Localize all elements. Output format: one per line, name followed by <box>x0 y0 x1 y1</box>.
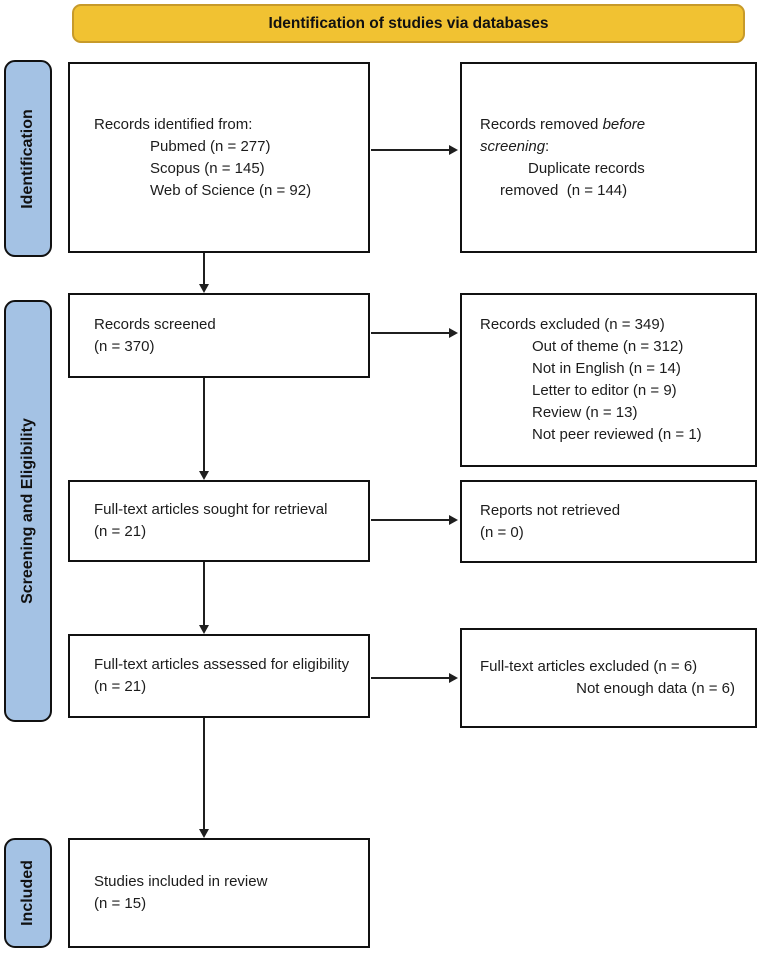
records-excluded-title: Records excluded (n = 349) <box>480 316 665 333</box>
fulltext-assessed-count: (n = 21) <box>94 678 147 695</box>
stage-screening-text: Screening and Eligibility <box>19 418 36 604</box>
records-identified-item-pubmed: Pubmed (n = 277) <box>150 137 271 155</box>
fulltext-excluded-line1: Full-text articles excluded (n = 6) <box>480 658 698 675</box>
records-identified-item-wos: Web of Science (n = 92) <box>150 181 312 199</box>
arrow-sought-to-assessed <box>203 562 205 626</box>
records-removed-item-line2: removed (n = 144) <box>500 181 628 199</box>
records-identified-item-scopus: Scopus (n = 145) <box>150 159 265 177</box>
box-records-screened: Records screened (n = 370) <box>68 293 370 378</box>
box-fulltext-assessed: Full-text articles assessed for eligibil… <box>68 634 370 718</box>
box-reports-not-retrieved: Reports not retrieved (n = 0) <box>460 480 757 563</box>
box-records-identified: Records identified from: Pubmed (n = 277… <box>68 62 370 253</box>
arrow-screened-to-sought <box>203 378 205 472</box>
fulltext-assessed-text: Full-text articles assessed for eligibil… <box>94 656 350 673</box>
banner-label: Identification of studies via databases <box>268 14 549 32</box>
box-records-removed: Records removed before screening: Duplic… <box>460 62 757 253</box>
stage-label-screening-eligibility: Screening and Eligibility <box>4 300 52 722</box>
box-fulltext-sought: Full-text articles sought for retrieval … <box>68 480 370 562</box>
stage-identification-text: Identification <box>19 108 36 209</box>
box-studies-included: Studies included in review (n = 15) <box>68 838 370 948</box>
stage-label-included: Included <box>4 838 52 948</box>
fulltext-excluded-line2: Not enough data (n = 6) <box>576 680 735 697</box>
records-excluded-item-review: Review (n = 13) <box>532 404 638 421</box>
records-excluded-item-letter: Letter to editor (n = 9) <box>532 382 677 399</box>
records-excluded-item-english: Not in English (n = 14) <box>532 360 681 377</box>
fulltext-sought-count: (n = 21) <box>94 523 147 540</box>
arrow-sought-to-not-retrieved <box>371 519 450 521</box>
reports-not-retrieved-text: Reports not retrieved <box>480 501 621 519</box>
stage-included-text: Included <box>19 860 36 926</box>
box-records-excluded: Records excluded (n = 349) Out of theme … <box>460 293 757 467</box>
records-excluded-item-theme: Out of theme (n = 312) <box>532 338 684 355</box>
fulltext-sought-text: Full-text articles sought for retrieval <box>94 501 328 518</box>
arrow-identified-to-screened <box>203 253 205 285</box>
banner-identification-of-studies: Identification of studies via databases <box>72 4 745 43</box>
arrow-identified-to-removed <box>371 149 450 151</box>
records-identified-title: Records identified from: <box>94 115 253 133</box>
arrow-assessed-to-ft-excluded <box>371 677 450 679</box>
arrow-screened-to-excluded <box>371 332 450 334</box>
box-fulltext-excluded: Full-text articles excluded (n = 6) Not … <box>460 628 757 728</box>
studies-included-text: Studies included in review <box>94 873 268 890</box>
reports-not-retrieved-count: (n = 0) <box>480 523 524 541</box>
studies-included-count: (n = 15) <box>94 895 147 912</box>
records-removed-title: Records removed before screening: <box>480 115 646 155</box>
records-removed-item-line1: Duplicate records <box>528 159 645 177</box>
records-excluded-item-peer: Not peer reviewed (n = 1) <box>532 426 702 443</box>
records-screened-text: Records screened <box>94 315 216 333</box>
stage-label-identification: Identification <box>4 60 52 257</box>
records-removed-title-italic: before screening <box>480 115 646 155</box>
arrow-assessed-to-included <box>203 718 205 830</box>
records-screened-count: (n = 370) <box>94 337 155 355</box>
